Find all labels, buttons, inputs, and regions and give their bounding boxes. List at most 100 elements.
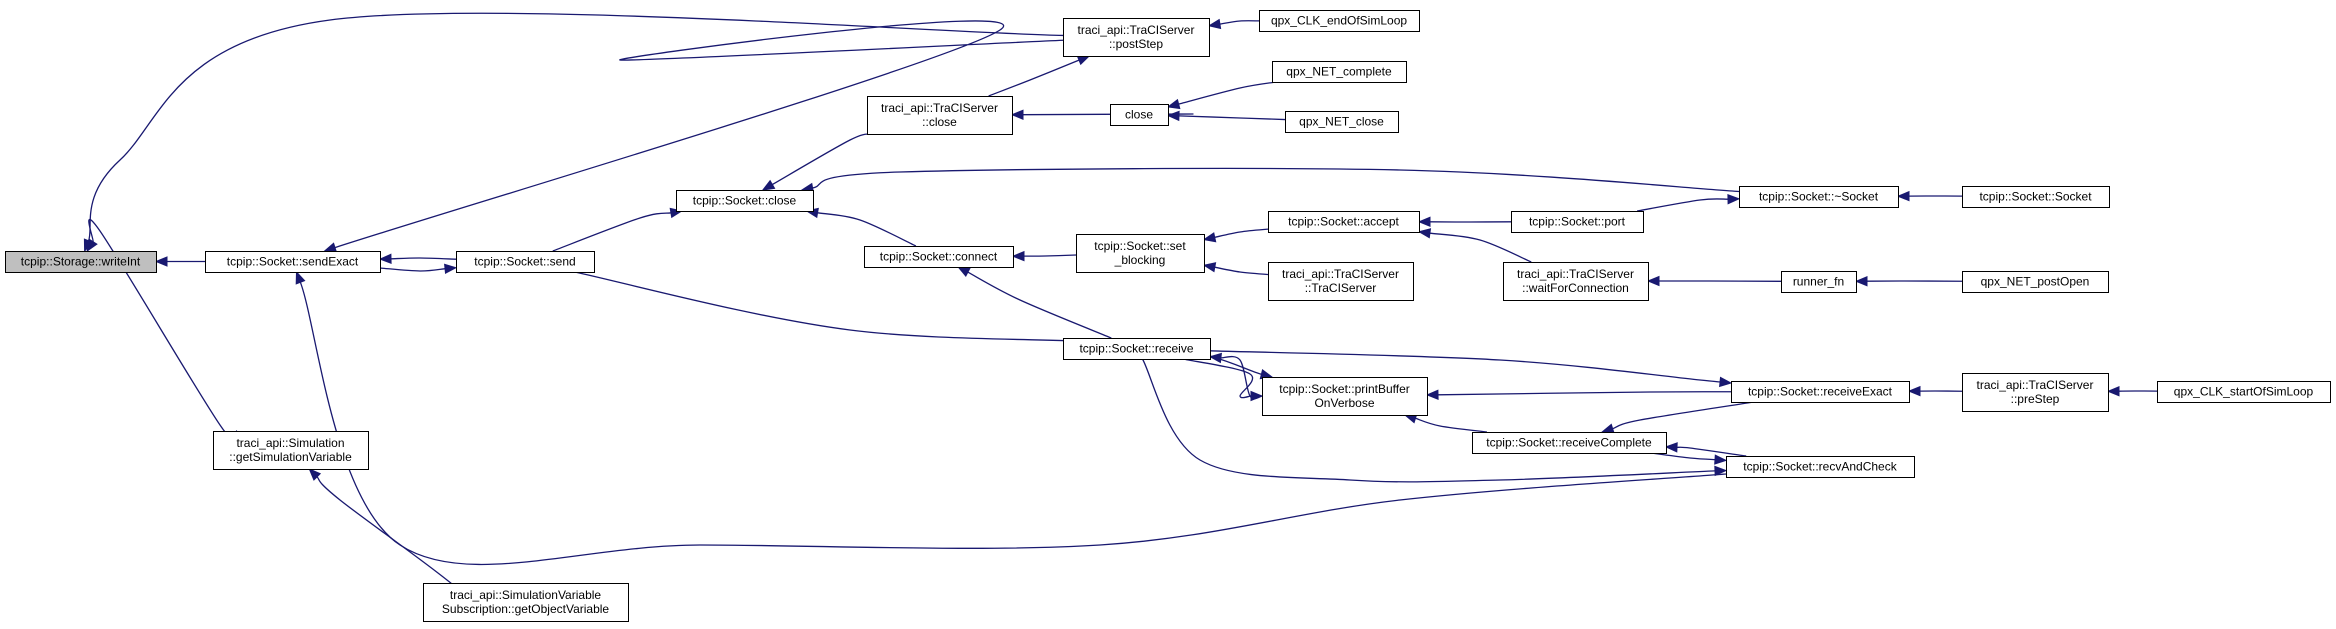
node-accept[interactable]: tcpip::Socket::accept: [1268, 211, 1420, 233]
node-receiveExact[interactable]: tcpip::Socket::receiveExact: [1731, 381, 1910, 403]
edge-serverCtor-to-setBlocking: [1202, 262, 1269, 276]
node-box: [864, 246, 1014, 268]
arrowhead-icon: [1076, 55, 1091, 66]
edge-line: [1178, 115, 1286, 121]
node-netComplete[interactable]: qpx_NET_complete: [1272, 61, 1407, 83]
arrowhead-icon: [1714, 454, 1728, 465]
node-sockClose[interactable]: tcpip::Socket::close: [676, 190, 814, 212]
arrowhead-icon: [761, 179, 776, 191]
arrowhead-icon: [1600, 423, 1615, 434]
node-recvAndCheck[interactable]: tcpip::Socket::recvAndCheck: [1726, 456, 1915, 478]
node-getSimVar[interactable]: traci_api::Simulation::getSimulationVari…: [213, 431, 369, 470]
node-label: _blocking: [1114, 253, 1166, 267]
node-startOfSimLoop[interactable]: qpx_CLK_startOfSimLoop: [2157, 381, 2331, 403]
node-label: traci_api::TraCIServer: [881, 101, 998, 115]
arrowhead-icon: [1907, 385, 1921, 397]
node-receive[interactable]: tcpip::Socket::receive: [1063, 338, 1211, 360]
node-label: traci_api::TraCIServer: [1282, 267, 1399, 281]
node-postStep[interactable]: traci_api::TraCIServer::postStep: [1063, 18, 1210, 57]
arrowhead-icon: [1425, 389, 1439, 401]
node-box: [1739, 186, 1899, 208]
arrowhead-icon: [1207, 18, 1222, 30]
node-label: qpx_CLK_endOfSimLoop: [1271, 14, 1407, 28]
node-box: [1731, 381, 1910, 403]
node-label: tcpip::Storage::writeInt: [21, 255, 141, 269]
edge-line: [1429, 232, 1532, 263]
node-dtor[interactable]: tcpip::Socket::~Socket: [1739, 186, 1899, 208]
edge-ctor-to-dtor: [1896, 190, 1963, 202]
arrowhead-icon: [1011, 250, 1025, 262]
node-preStep[interactable]: traci_api::TraCIServer::preStep: [1962, 373, 2109, 412]
node-box: [1285, 111, 1399, 133]
edge-line: [87, 12, 1064, 241]
node-getObjVar[interactable]: traci_api::SimulationVariableSubscriptio…: [423, 583, 629, 622]
node-ctor[interactable]: tcpip::Socket::Socket: [1962, 186, 2110, 208]
node-port[interactable]: tcpip::Socket::port: [1511, 211, 1644, 233]
edge-startOfSimLoop-to-preStep: [2106, 385, 2158, 397]
node-label: tcpip::Socket::printBuffer: [1279, 382, 1410, 396]
node-serverClose[interactable]: traci_api::TraCIServer::close: [867, 96, 1013, 135]
edge-line: [379, 267, 446, 272]
edge-postOpen-to-runnerFn: [1854, 275, 1963, 287]
arrowhead-icon: [1646, 275, 1660, 287]
edge-line: [967, 271, 1112, 339]
edge-layer: [83, 12, 2158, 608]
arrowhead-icon: [1166, 98, 1181, 110]
arrowhead-icon: [1896, 190, 1910, 202]
node-label: Subscription::getObjectVariable: [442, 602, 610, 616]
node-label: runner_fn: [1793, 275, 1844, 289]
edge-printBuffer-to-receive: [1208, 352, 1263, 400]
node-box: [1503, 262, 1649, 301]
edge-connect-to-sockClose: [805, 207, 917, 247]
edge-line: [817, 212, 917, 247]
arrowhead-icon: [957, 266, 971, 277]
node-label: traci_api::TraCIServer: [1517, 267, 1634, 281]
node-receiveComplete[interactable]: tcpip::Socket::receiveComplete: [1472, 432, 1667, 454]
arrowhead-icon: [1417, 228, 1432, 239]
node-label: tcpip::Socket::sendExact: [227, 255, 359, 269]
node-runnerFn[interactable]: runner_fn: [1781, 271, 1857, 293]
node-endOfSimLoop[interactable]: qpx_CLK_endOfSimLoop: [1259, 10, 1420, 32]
node-setBlocking[interactable]: tcpip::Socket::set_blocking: [1076, 234, 1205, 273]
node-postOpen[interactable]: qpx_NET_postOpen: [1962, 271, 2109, 293]
edge-line: [812, 167, 1740, 193]
node-serverCtor[interactable]: traci_api::TraCIServer::TraCIServer: [1268, 262, 1414, 301]
edge-receive-to-receiveExact: [1209, 350, 1733, 388]
edge-line: [299, 282, 1727, 566]
node-box: [1268, 211, 1420, 233]
node-box: [1063, 18, 1210, 57]
node-netClose[interactable]: qpx_NET_close: [1285, 111, 1399, 133]
node-waitForConn[interactable]: traci_api::TraCIServer::waitForConnectio…: [1503, 262, 1649, 301]
node-box: [2157, 381, 2331, 403]
arrowhead-icon: [308, 468, 322, 481]
edge-line: [1214, 228, 1269, 238]
arrowhead-icon: [1727, 193, 1741, 205]
node-label: tcpip::Socket::connect: [880, 250, 998, 264]
node-box: [205, 251, 381, 273]
node-label: ::getSimulationVariable: [229, 450, 352, 464]
node-box: [213, 431, 369, 470]
node-box: [1962, 271, 2109, 293]
edge-netComplete-to-close: [1166, 81, 1277, 110]
edge-port-to-accept: [1417, 216, 1512, 228]
edge-line: [552, 212, 672, 252]
node-connect[interactable]: tcpip::Socket::connect: [864, 246, 1014, 268]
edge-line: [1612, 401, 1754, 430]
edge-sendExact-to-send: [379, 263, 458, 274]
node-sendExact[interactable]: tcpip::Socket::sendExact: [205, 251, 381, 273]
node-send[interactable]: tcpip::Socket::send: [456, 251, 595, 273]
node-box: [1259, 10, 1420, 32]
edge-receiveComplete-to-recvAndCheck: [1650, 452, 1728, 465]
node-label: traci_api::Simulation: [236, 436, 344, 450]
edge-recvAndCheck-to-sendExact: [295, 270, 1727, 566]
node-box: [1962, 373, 2109, 412]
node-label: tcpip::Socket::send: [474, 255, 575, 269]
node-close[interactable]: close: [1110, 104, 1169, 126]
edge-line: [1437, 391, 1732, 396]
edge-recvAndCheck-to-receiveComplete: [1664, 442, 1747, 457]
edge-sendExact-to-writeInt: [154, 256, 205, 267]
edge-runnerFn-to-waitForConn: [1646, 275, 1782, 287]
edge-line: [772, 133, 872, 186]
